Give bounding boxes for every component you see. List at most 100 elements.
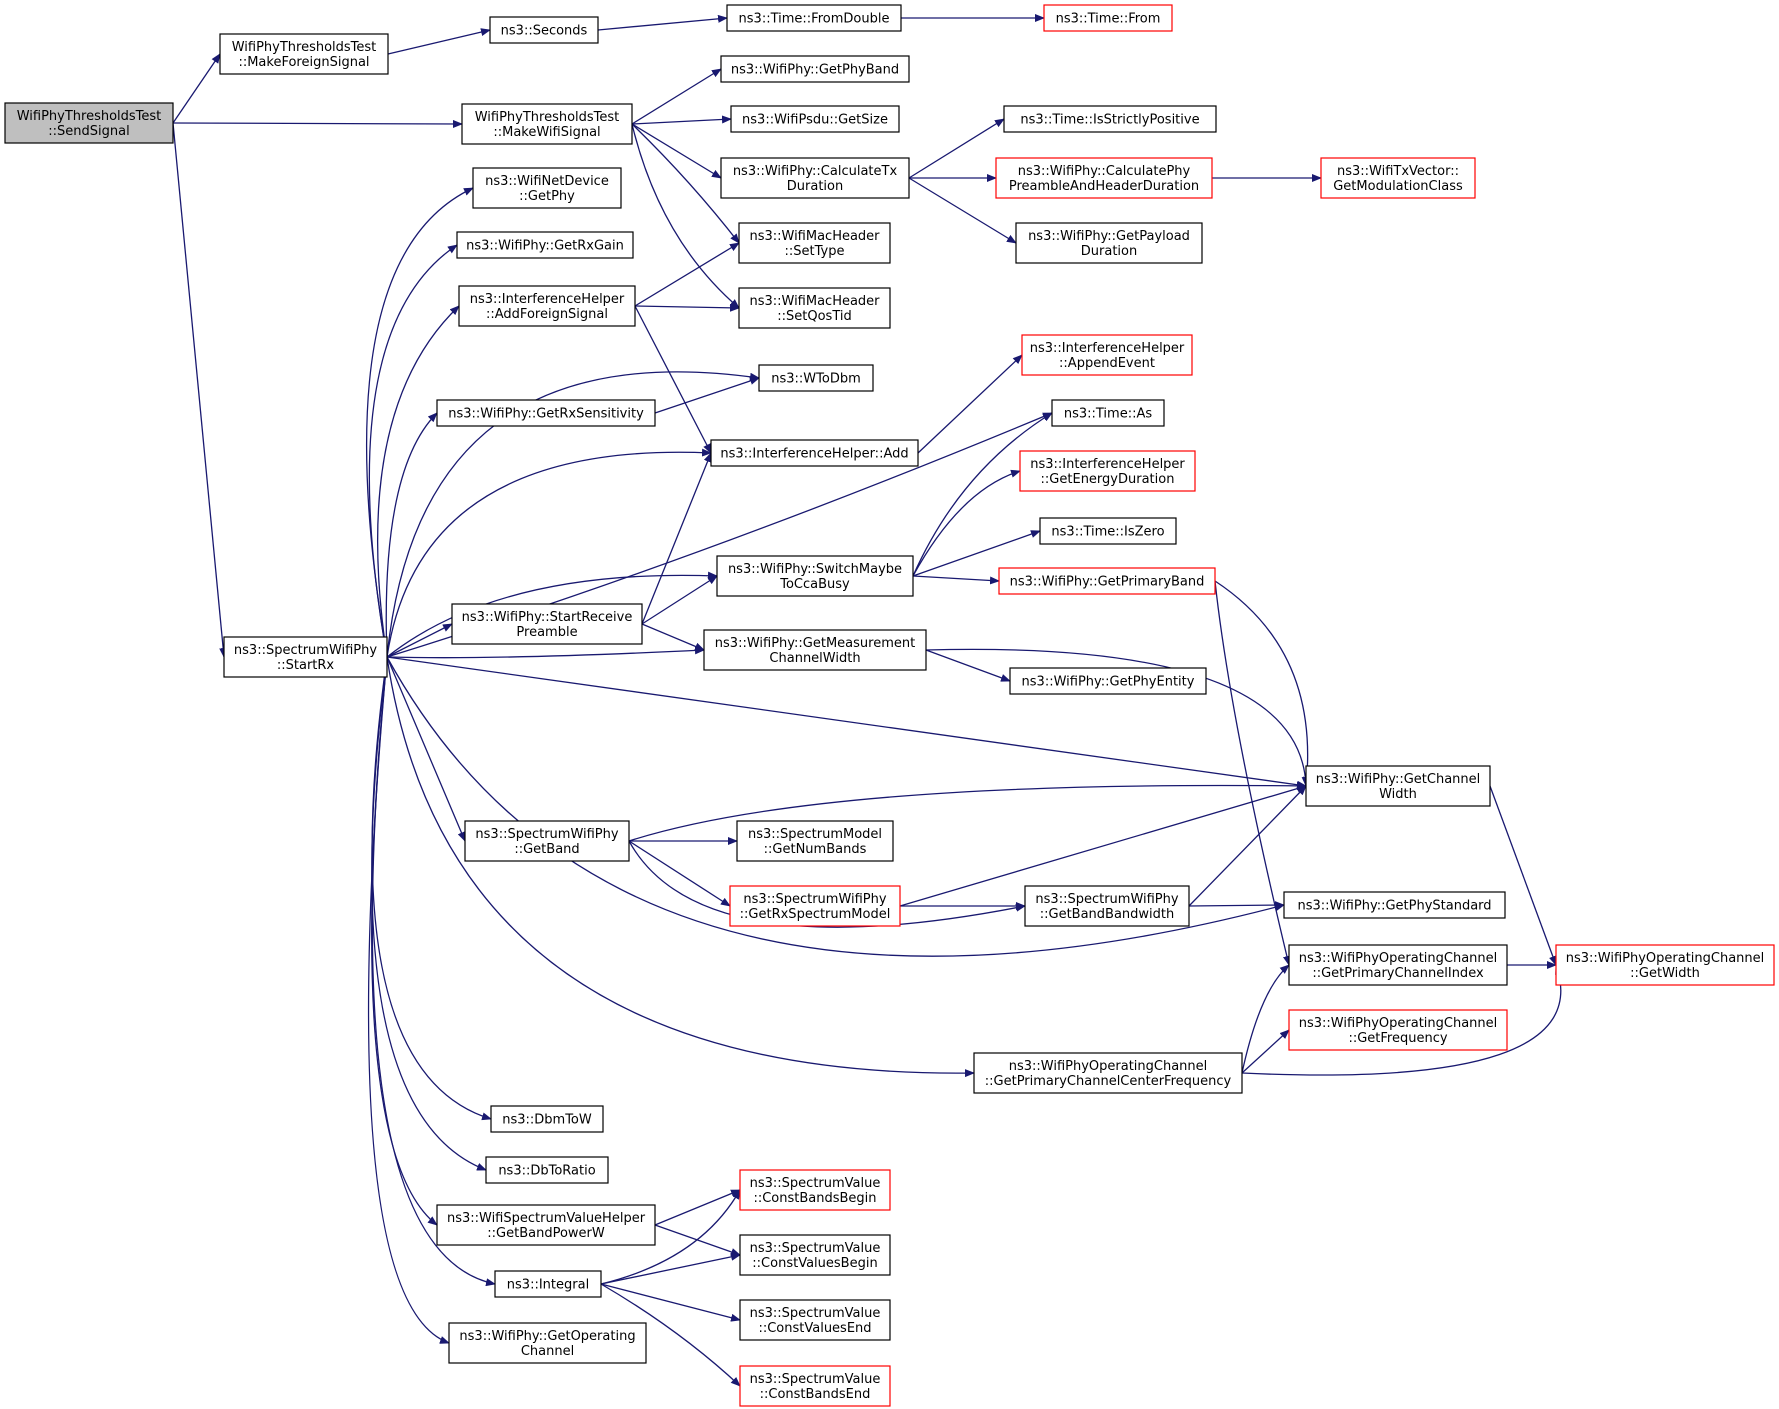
node-getphy[interactable]: ns3::WifiNetDevice::GetPhy <box>472 167 622 209</box>
node-box <box>458 285 636 327</box>
node-seconds[interactable]: ns3::Seconds <box>489 16 599 44</box>
node-box <box>716 555 914 597</box>
node-label: Preamble <box>516 625 577 640</box>
node-label: ns3::WifiPhyOperatingChannel <box>1566 951 1765 966</box>
node-cbandsbegin[interactable]: ns3::SpectrumValue::ConstBandsBegin <box>739 1169 891 1211</box>
node-box <box>739 1299 891 1341</box>
edge-startrx-to-rxgain <box>368 244 458 658</box>
node-primaryband[interactable]: ns3::WifiPhy::GetPrimaryBand <box>998 567 1216 595</box>
node-dbtoratio[interactable]: ns3::DbToRatio <box>485 1156 609 1184</box>
node-phystd[interactable]: ns3::WifiPhy::GetPhyStandard <box>1283 891 1506 919</box>
node-numbands[interactable]: ns3::SpectrumModel::GetNumBands <box>736 820 894 862</box>
node-rxspecmodel[interactable]: ns3::SpectrumWifiPhy::GetRxSpectrumModel <box>729 885 901 927</box>
node-getphyband[interactable]: ns3::WifiPhy::GetPhyBand <box>720 55 910 83</box>
node-box <box>1555 944 1775 986</box>
node-label: ::GetBandPowerW <box>487 1226 605 1241</box>
node-cbandsend[interactable]: ns3::SpectrumValue::ConstBandsEnd <box>739 1365 891 1407</box>
node-box <box>4 102 174 144</box>
node-fromdouble[interactable]: ns3::Time::FromDouble <box>726 4 902 32</box>
node-calcpreamble[interactable]: ns3::WifiPhy::CalculatePhyPreambleAndHea… <box>995 157 1213 199</box>
node-settype[interactable]: ns3::WifiMacHeader::SetType <box>738 222 891 264</box>
node-box <box>736 820 894 862</box>
node-iadd[interactable]: ns3::InterferenceHelper::Add <box>710 439 919 467</box>
node-box <box>998 567 1216 595</box>
node-label: ns3::SpectrumWifiPhy <box>743 892 886 907</box>
node-phyentity[interactable]: ns3::WifiPhy::GetPhyEntity <box>1009 667 1207 695</box>
node-cvaluesend[interactable]: ns3::SpectrumValue::ConstValuesEnd <box>739 1299 891 1341</box>
node-box <box>1305 765 1491 807</box>
node-rxsens[interactable]: ns3::WifiPhy::GetRxSensitivity <box>436 399 656 427</box>
node-integral[interactable]: ns3::Integral <box>494 1270 602 1298</box>
node-label: ns3::WifiPhy::GetPayload <box>1028 229 1190 244</box>
node-startrx[interactable]: ns3::SpectrumWifiPhy::StartRx <box>223 636 388 678</box>
node-label: ns3::InterferenceHelper::Add <box>720 447 908 462</box>
node-box <box>1019 450 1196 492</box>
node-box <box>436 399 656 427</box>
node-opfreq[interactable]: ns3::WifiPhyOperatingChannel::GetFrequen… <box>1288 1009 1508 1051</box>
node-cvaluesbegin[interactable]: ns3::SpectrumValue::ConstValuesBegin <box>739 1234 891 1276</box>
node-energydur[interactable]: ns3::InterferenceHelper::GetEnergyDurati… <box>1019 450 1196 492</box>
node-rxgain[interactable]: ns3::WifiPhy::GetRxGain <box>456 231 634 259</box>
node-label: ns3::InterferenceHelper <box>470 292 625 307</box>
node-label: Duration <box>787 179 843 194</box>
node-makewifi[interactable]: WifiPhyThresholdsTest::MakeWifiSignal <box>461 103 633 145</box>
node-modclass[interactable]: ns3::WifiTxVector::GetModulationClass <box>1320 157 1476 199</box>
node-bandpower[interactable]: ns3::WifiSpectrumValueHelper::GetBandPow… <box>436 1204 656 1246</box>
node-label: ns3::WifiPhy::GetRxGain <box>466 239 624 254</box>
node-box <box>758 364 874 392</box>
node-addforeign[interactable]: ns3::InterferenceHelper::AddForeignSigna… <box>458 285 636 327</box>
edge-startpreamble-to-switchcca <box>641 575 718 625</box>
node-box <box>448 1322 647 1364</box>
node-label: ns3::WifiPhyOperatingChannel <box>1299 951 1498 966</box>
node-box <box>1009 667 1207 695</box>
edge-calctx-to-strictlypos <box>908 118 1005 179</box>
node-label: ::GetPrimaryChannelCenterFrequency <box>985 1074 1232 1089</box>
node-label: ::SetType <box>785 244 845 259</box>
node-getband[interactable]: ns3::SpectrumWifiPhy::GetBand <box>464 820 630 862</box>
node-wtodbm[interactable]: ns3::WToDbm <box>758 364 874 392</box>
node-box <box>739 1169 891 1211</box>
node-opwidth[interactable]: ns3::WifiPhyOperatingChannel::GetWidth <box>1555 944 1775 986</box>
node-timeas[interactable]: ns3::Time::As <box>1051 399 1165 427</box>
node-sendsignal[interactable]: WifiPhyThresholdsTest::SendSignal <box>4 102 174 144</box>
node-primcenter[interactable]: ns3::WifiPhyOperatingChannel::GetPrimary… <box>973 1052 1243 1094</box>
edge-makewifi-to-calctx <box>631 123 722 179</box>
node-label: ::SendSignal <box>48 124 129 139</box>
node-box <box>1283 891 1506 919</box>
node-label: ns3::Time::As <box>1064 407 1153 422</box>
node-label: ns3::WifiMacHeader <box>749 229 880 244</box>
node-label: ::GetPhy <box>519 189 575 204</box>
node-label: ns3::WifiPhy::CalculateTx <box>733 164 898 179</box>
node-layer: WifiPhyThresholdsTest::SendSignal WifiPhy… <box>4 4 1775 1407</box>
node-setqos[interactable]: ns3::WifiMacHeader::SetQosTid <box>738 287 891 329</box>
edge-startrx-to-chwidth <box>386 656 1307 789</box>
edge-layer <box>172 14 1563 1387</box>
node-box <box>726 4 902 32</box>
node-iszero[interactable]: ns3::Time::IsZero <box>1039 517 1177 545</box>
edge-addforeign-to-setqos <box>634 303 740 312</box>
edge-iadd-to-appendevent <box>917 354 1023 454</box>
node-label: ::SetQosTid <box>777 309 851 324</box>
node-primidx[interactable]: ns3::WifiPhyOperatingChannel::GetPrimary… <box>1288 944 1508 986</box>
edge-startrx-to-getopchannel <box>367 656 450 1344</box>
node-psdusize[interactable]: ns3::WifiPsdu::GetSize <box>730 105 900 133</box>
node-label: ns3::WifiPhyOperatingChannel <box>1009 1059 1208 1074</box>
node-appendevent[interactable]: ns3::InterferenceHelper::AppendEvent <box>1021 334 1193 376</box>
edge-switchcca-to-timeas <box>912 412 1053 577</box>
edge-startrx-to-bandpower <box>371 656 438 1226</box>
node-makeforeign[interactable]: WifiPhyThresholdsTest::MakeForeignSignal <box>219 33 389 75</box>
node-strictlypos[interactable]: ns3::Time::IsStrictlyPositive <box>1003 105 1217 133</box>
node-timefrom[interactable]: ns3::Time::From <box>1043 4 1173 32</box>
node-dbmtow[interactable]: ns3::DbmToW <box>490 1105 604 1133</box>
node-label: ns3::Time::IsZero <box>1051 525 1164 540</box>
node-bandbw[interactable]: ns3::SpectrumWifiPhy::GetBandBandwidth <box>1024 885 1190 927</box>
edge-startrx-to-startpreamble <box>386 623 453 658</box>
